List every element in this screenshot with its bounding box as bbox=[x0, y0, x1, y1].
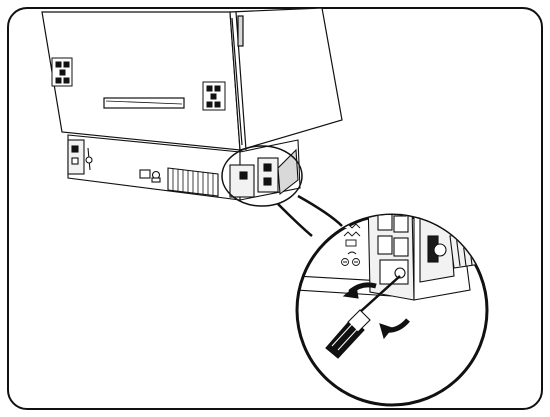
screw-symbol bbox=[341, 251, 360, 266]
right-side-foot bbox=[257, 157, 279, 193]
zoom-screw-head bbox=[394, 267, 406, 279]
right-side-bracket bbox=[277, 148, 299, 196]
handle-slot-inner bbox=[105, 100, 183, 105]
left-foot-slot bbox=[71, 157, 79, 165]
zoom-rollers bbox=[449, 229, 487, 269]
callout-pointer-line-left bbox=[277, 203, 313, 237]
rotation-arrow-upper-head bbox=[342, 284, 359, 299]
right-foot-screw bbox=[239, 171, 248, 180]
top-hinge bbox=[237, 15, 244, 47]
side-edge-line-2 bbox=[231, 17, 243, 146]
callout-pointer-line-right bbox=[297, 194, 343, 227]
left-foot bbox=[67, 139, 85, 175]
zoom-bracket-slot-4 bbox=[393, 237, 409, 257]
handle-slot bbox=[103, 97, 185, 109]
grille-slats bbox=[172, 169, 214, 195]
level-marker-dot bbox=[85, 156, 93, 164]
magnifier-source-circle bbox=[221, 145, 303, 207]
zoom-top-post bbox=[431, 215, 443, 219]
base-symbol-3 bbox=[151, 177, 161, 183]
left-foot-screw bbox=[71, 145, 79, 153]
zoom-detail bbox=[295, 213, 489, 407]
screwdriver-handle bbox=[325, 309, 371, 359]
zoom-pivot-ring bbox=[433, 243, 447, 257]
mounting-bracket-right bbox=[202, 81, 226, 111]
appliance-side-panel bbox=[229, 7, 343, 151]
base-symbol-2 bbox=[151, 170, 161, 180]
base-symbol-1 bbox=[139, 169, 151, 179]
zoom-bracket-slot-1 bbox=[377, 215, 393, 231]
right-side-foot-screw-2 bbox=[263, 177, 272, 186]
mounting-bracket-left bbox=[51, 57, 73, 87]
rotation-arrow-lower-head bbox=[379, 323, 393, 340]
zoom-bracket-slot-2 bbox=[393, 215, 409, 233]
screwdriver-shaft bbox=[359, 275, 401, 313]
right-foot bbox=[229, 164, 255, 198]
appliance-body bbox=[41, 7, 343, 151]
right-side-foot-screw bbox=[263, 163, 272, 172]
zoom-bracket-slot-3 bbox=[377, 235, 393, 255]
appliance-base bbox=[67, 134, 301, 201]
zoom-floor-line-2 bbox=[297, 289, 393, 297]
